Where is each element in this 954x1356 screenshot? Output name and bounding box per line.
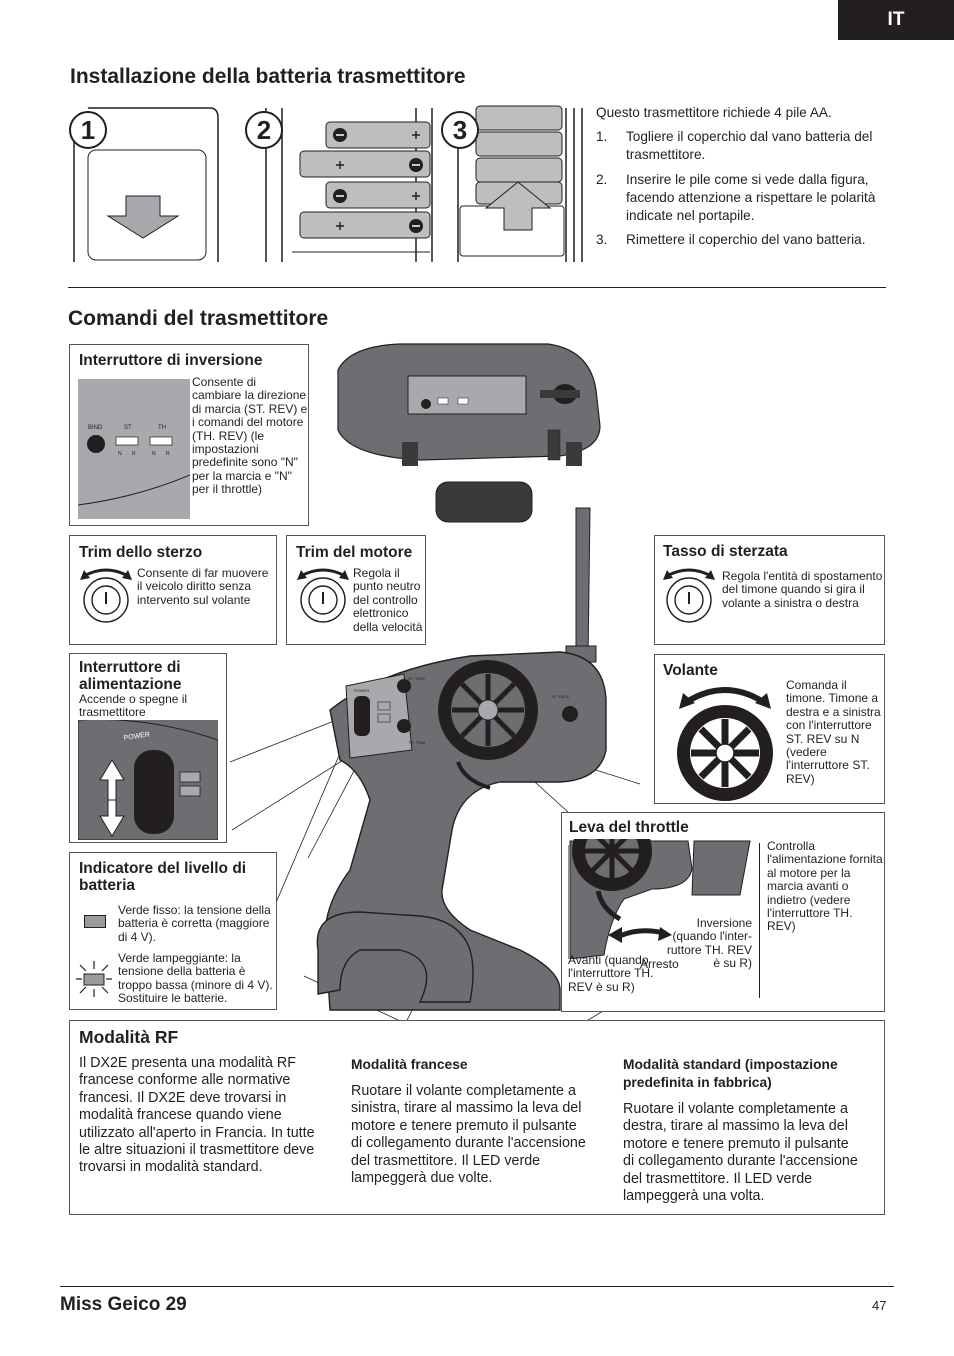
french-mode-title: Modalità francese (351, 1057, 468, 1072)
step2-figure (265, 108, 433, 262)
throttle-stop-label: Arresto (640, 957, 679, 971)
page-number: 47 (872, 1298, 887, 1313)
reverse-switch-closeup: BIND ST TH N R N R (78, 379, 190, 519)
th-trim-body-label: TH. TRIM (408, 740, 425, 745)
reverse-switch-text: Consente di cambiare la direzione di mar… (192, 375, 308, 497)
bind-label: BIND (88, 425, 103, 431)
st-n-label: N (118, 451, 122, 457)
power-switch-title: Interruttore di alimentazione (79, 659, 182, 693)
footer-rule (60, 1286, 894, 1287)
power-label: POWER (123, 731, 150, 742)
st-rate-body-label: ST. RATE (552, 694, 570, 699)
st-r-label: R (132, 451, 136, 457)
steering-rate-title: Tasso di sterzata (663, 543, 788, 560)
throttle-trim-knob-icon (297, 568, 349, 623)
st-label: ST (124, 425, 132, 431)
throttle-trim-title: Trim del motore (296, 544, 413, 561)
throttle-lever-callout: Leva del throttle Avanti (quando l'inter… (561, 812, 885, 1012)
led-solid-icon (84, 915, 106, 928)
wheel-text: Comanda il timone. Timone a destra e a s… (786, 678, 881, 786)
rf-mode-title: Modalità RF (79, 1027, 179, 1047)
th-n-label: N (152, 451, 156, 457)
battery-step-1: 1.Togliere il coperchio dal vano batteri… (596, 129, 873, 163)
svg-text:3: 3 (453, 115, 467, 145)
battery-step-3: 3.Rimettere il coperchio del vano batter… (596, 232, 866, 248)
throttle-lever-closeup (568, 839, 760, 959)
transmitter-illustration: ST. TRIM TH. TRIM ST. RATE POWER (229, 343, 661, 1020)
wheel-title: Volante (663, 662, 718, 679)
battery-indicator-title: Indicatore del livello di batteria (79, 860, 247, 894)
wheel-closeup (677, 687, 773, 801)
battery-intro: Questo trasmettitore richiede 4 pile AA. (596, 105, 832, 120)
french-mode-text: Ruotare il volante completamente a sinis… (351, 1083, 586, 1187)
throttle-reverse-label: Inversione (quando l'inter-ruttore TH. R… (666, 916, 752, 971)
battery-blink-text: Verde lampeggiante: la tensione della ba… (118, 951, 273, 1006)
standard-mode-text: Ruotare il volante completamente a destr… (623, 1101, 858, 1205)
power-switch-closeup: POWER (78, 720, 218, 840)
section-divider (68, 287, 886, 288)
led-blink-icon (76, 961, 112, 997)
step1-figure (73, 107, 219, 262)
throttle-lever-title: Leva del throttle (569, 819, 689, 836)
language-tab: IT (838, 0, 954, 40)
th-r-label: R (166, 451, 170, 457)
steering-trim-callout: Trim dello sterzo Consente di far muover… (69, 535, 277, 645)
throttle-trim-text: Regola il punto neutro del controllo ele… (353, 566, 423, 634)
battery-step-2: 2.Inserire le pile come si vede dalla fi… (596, 171, 876, 224)
step3-figure (457, 105, 583, 262)
battery-install-illustration: 1 2 (69, 105, 583, 262)
steering-rate-callout: Tasso di sterzata Regola l'entità di spo… (654, 535, 885, 645)
throttle-lever-text: Controlla l'alimentazione fornita al mot… (767, 839, 883, 934)
battery-section-title: Installazione della batteria trasmettito… (70, 65, 466, 88)
throttle-divider (759, 843, 760, 998)
steering-trim-title: Trim dello sterzo (79, 544, 203, 561)
svg-text:2: 2 (257, 115, 271, 145)
power-body-label: POWER (354, 688, 369, 693)
steering-trim-knob-icon (80, 568, 132, 623)
step-badge-2: 2 (245, 111, 283, 149)
svg-text:1: 1 (81, 115, 95, 145)
steering-rate-text: Regola l'entità di spostamento del timon… (722, 569, 883, 610)
throttle-trim-callout: Trim del motore Regola il punto neutro d… (286, 535, 426, 645)
rf-mode-intro: Il DX2E presenta una modalità RF frances… (79, 1055, 315, 1176)
step-badge-3: 3 (441, 111, 479, 149)
th-label: TH (158, 425, 166, 431)
standard-mode-title: Modalità standard (impostazione predefin… (623, 1057, 838, 1090)
battery-solid-text: Verde fisso: la tensione della batteria … (118, 903, 271, 944)
footer-title: Miss Geico 29 (60, 1294, 187, 1315)
transmitter-body: ST. TRIM TH. TRIM ST. RATE POWER (316, 651, 607, 1011)
rf-mode-box: Modalità RF Il DX2E presenta una modalit… (69, 1020, 885, 1215)
steering-trim-text: Consente di far muovere il veicolo dirit… (137, 566, 269, 607)
power-switch-callout: Interruttore di alimentazione Accende o … (69, 653, 227, 843)
battery-instructions: Questo trasmettitore richiede 4 pile AA.… (596, 104, 888, 249)
reverse-switch-title: Interruttore di inversione (79, 352, 263, 369)
reverse-switch-callout: Interruttore di inversione BIND ST TH N … (69, 344, 309, 526)
power-switch-text: Accende o spegne il trasmettitore (79, 692, 188, 720)
steering-rate-knob-icon (663, 568, 715, 623)
controls-section-title: Comandi del trasmettitore (68, 307, 329, 330)
step-badge-1: 1 (69, 111, 107, 149)
transmitter-top-view (337, 343, 601, 523)
battery-indicator-callout: Indicatore del livello di batteria Verde… (69, 852, 277, 1010)
throttle-forward-label: Avanti (quando l'interruttore TH. REV è … (568, 953, 654, 994)
st-trim-body-label: ST. TRIM (408, 676, 425, 681)
wheel-callout: Volante Comanda il timone. Timone a dest… (654, 654, 885, 804)
